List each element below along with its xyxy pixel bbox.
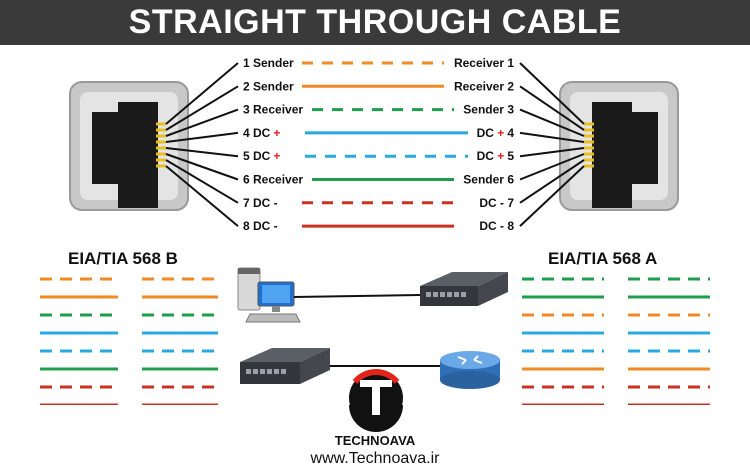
standard-b-wires xyxy=(40,277,218,405)
pin-number: 5 xyxy=(507,149,514,163)
contact-right xyxy=(584,152,594,156)
link-computer-switch xyxy=(293,294,421,298)
lead-left xyxy=(165,153,239,181)
lead-right xyxy=(519,62,585,125)
pin-label-left: 8 DC - xyxy=(243,219,278,233)
contact-right xyxy=(584,146,594,150)
dc-text: DC xyxy=(477,149,498,163)
plus-sign: + xyxy=(273,126,280,140)
contact-left xyxy=(156,152,166,156)
standard-b-label: EIA/TIA 568 B xyxy=(68,249,178,268)
contact-right xyxy=(584,122,594,126)
standard-a-wires xyxy=(522,277,710,405)
rj45-jack-left-icon xyxy=(69,81,189,211)
brand-logo-icon xyxy=(349,368,403,405)
computer-icon xyxy=(237,267,301,323)
contact-left xyxy=(156,134,166,138)
lead-left xyxy=(165,165,239,227)
pin-label-right: Receiver 1 xyxy=(454,56,514,70)
pin-label-left: 2 Sender xyxy=(243,79,294,93)
title-banner xyxy=(0,0,750,45)
contact-left xyxy=(156,164,166,168)
contact-left xyxy=(156,128,166,132)
plus-sign: + xyxy=(497,126,504,140)
pin-label-right: DC - 8 xyxy=(479,219,514,233)
pin-label-left: 4 DC+ xyxy=(243,126,280,140)
brand-logo-lower-icon xyxy=(349,405,403,432)
brand-name: TECHNOAVA xyxy=(334,433,416,448)
plus-sign: + xyxy=(273,149,280,163)
pin-label-right: Sender 6 xyxy=(463,173,514,187)
cable-diagram: 1 Sender Receiver 1 2 Sender Receiver 2 3 Re… xyxy=(40,56,710,405)
pin-label-right: Sender 3 xyxy=(463,103,514,117)
lead-right xyxy=(519,165,585,227)
lead-left xyxy=(165,147,239,158)
contact-left xyxy=(156,140,166,144)
plus-sign: + xyxy=(497,149,504,163)
pin-label-left: 1 Sender xyxy=(243,56,294,70)
contact-left xyxy=(156,122,166,126)
lead-left xyxy=(165,85,239,131)
pin-label-left: 3 Receiver xyxy=(243,103,303,117)
pin-number: 4 xyxy=(507,126,514,140)
contact-right xyxy=(584,128,594,132)
pin-rows: 1 Sender Receiver 1 2 Sender Receiver 2 3 Re… xyxy=(165,56,585,233)
dc-text: DC xyxy=(477,126,498,140)
lead-right xyxy=(519,147,585,158)
lead-left xyxy=(165,159,239,204)
contact-right xyxy=(584,140,594,144)
contact-right xyxy=(584,164,594,168)
pin-label-right: DC +5 xyxy=(477,149,515,163)
router-icon xyxy=(440,351,500,389)
lead-left xyxy=(165,131,239,143)
pin-label-left: 6 Receiver xyxy=(243,173,303,187)
lead-left xyxy=(165,62,239,125)
page-title: STRAIGHT THROUGH CABLE xyxy=(128,3,622,41)
contact-left xyxy=(156,158,166,162)
lead-right xyxy=(519,153,585,181)
switch-icon xyxy=(420,272,508,306)
lead-right xyxy=(519,131,585,143)
switch-icon-2 xyxy=(240,348,330,384)
rj45-jack-right-icon xyxy=(559,81,679,211)
pin-label-right: DC +4 xyxy=(477,126,515,140)
lead-right xyxy=(519,85,585,131)
lead-right xyxy=(519,108,585,137)
lead-right xyxy=(519,159,585,204)
contact-right xyxy=(584,158,594,162)
standard-a-label: EIA/TIA 568 A xyxy=(548,249,657,268)
pin-label-right: DC - 7 xyxy=(479,196,514,210)
lead-left xyxy=(165,108,239,137)
contact-left xyxy=(156,146,166,150)
brand-url[interactable]: www.Technoava.ir xyxy=(310,450,440,467)
pin-label-left: 7 DC - xyxy=(243,196,278,210)
pin-label-right: Receiver 2 xyxy=(454,79,514,93)
pin-label-left: 5 DC+ xyxy=(243,149,280,163)
contact-right xyxy=(584,134,594,138)
